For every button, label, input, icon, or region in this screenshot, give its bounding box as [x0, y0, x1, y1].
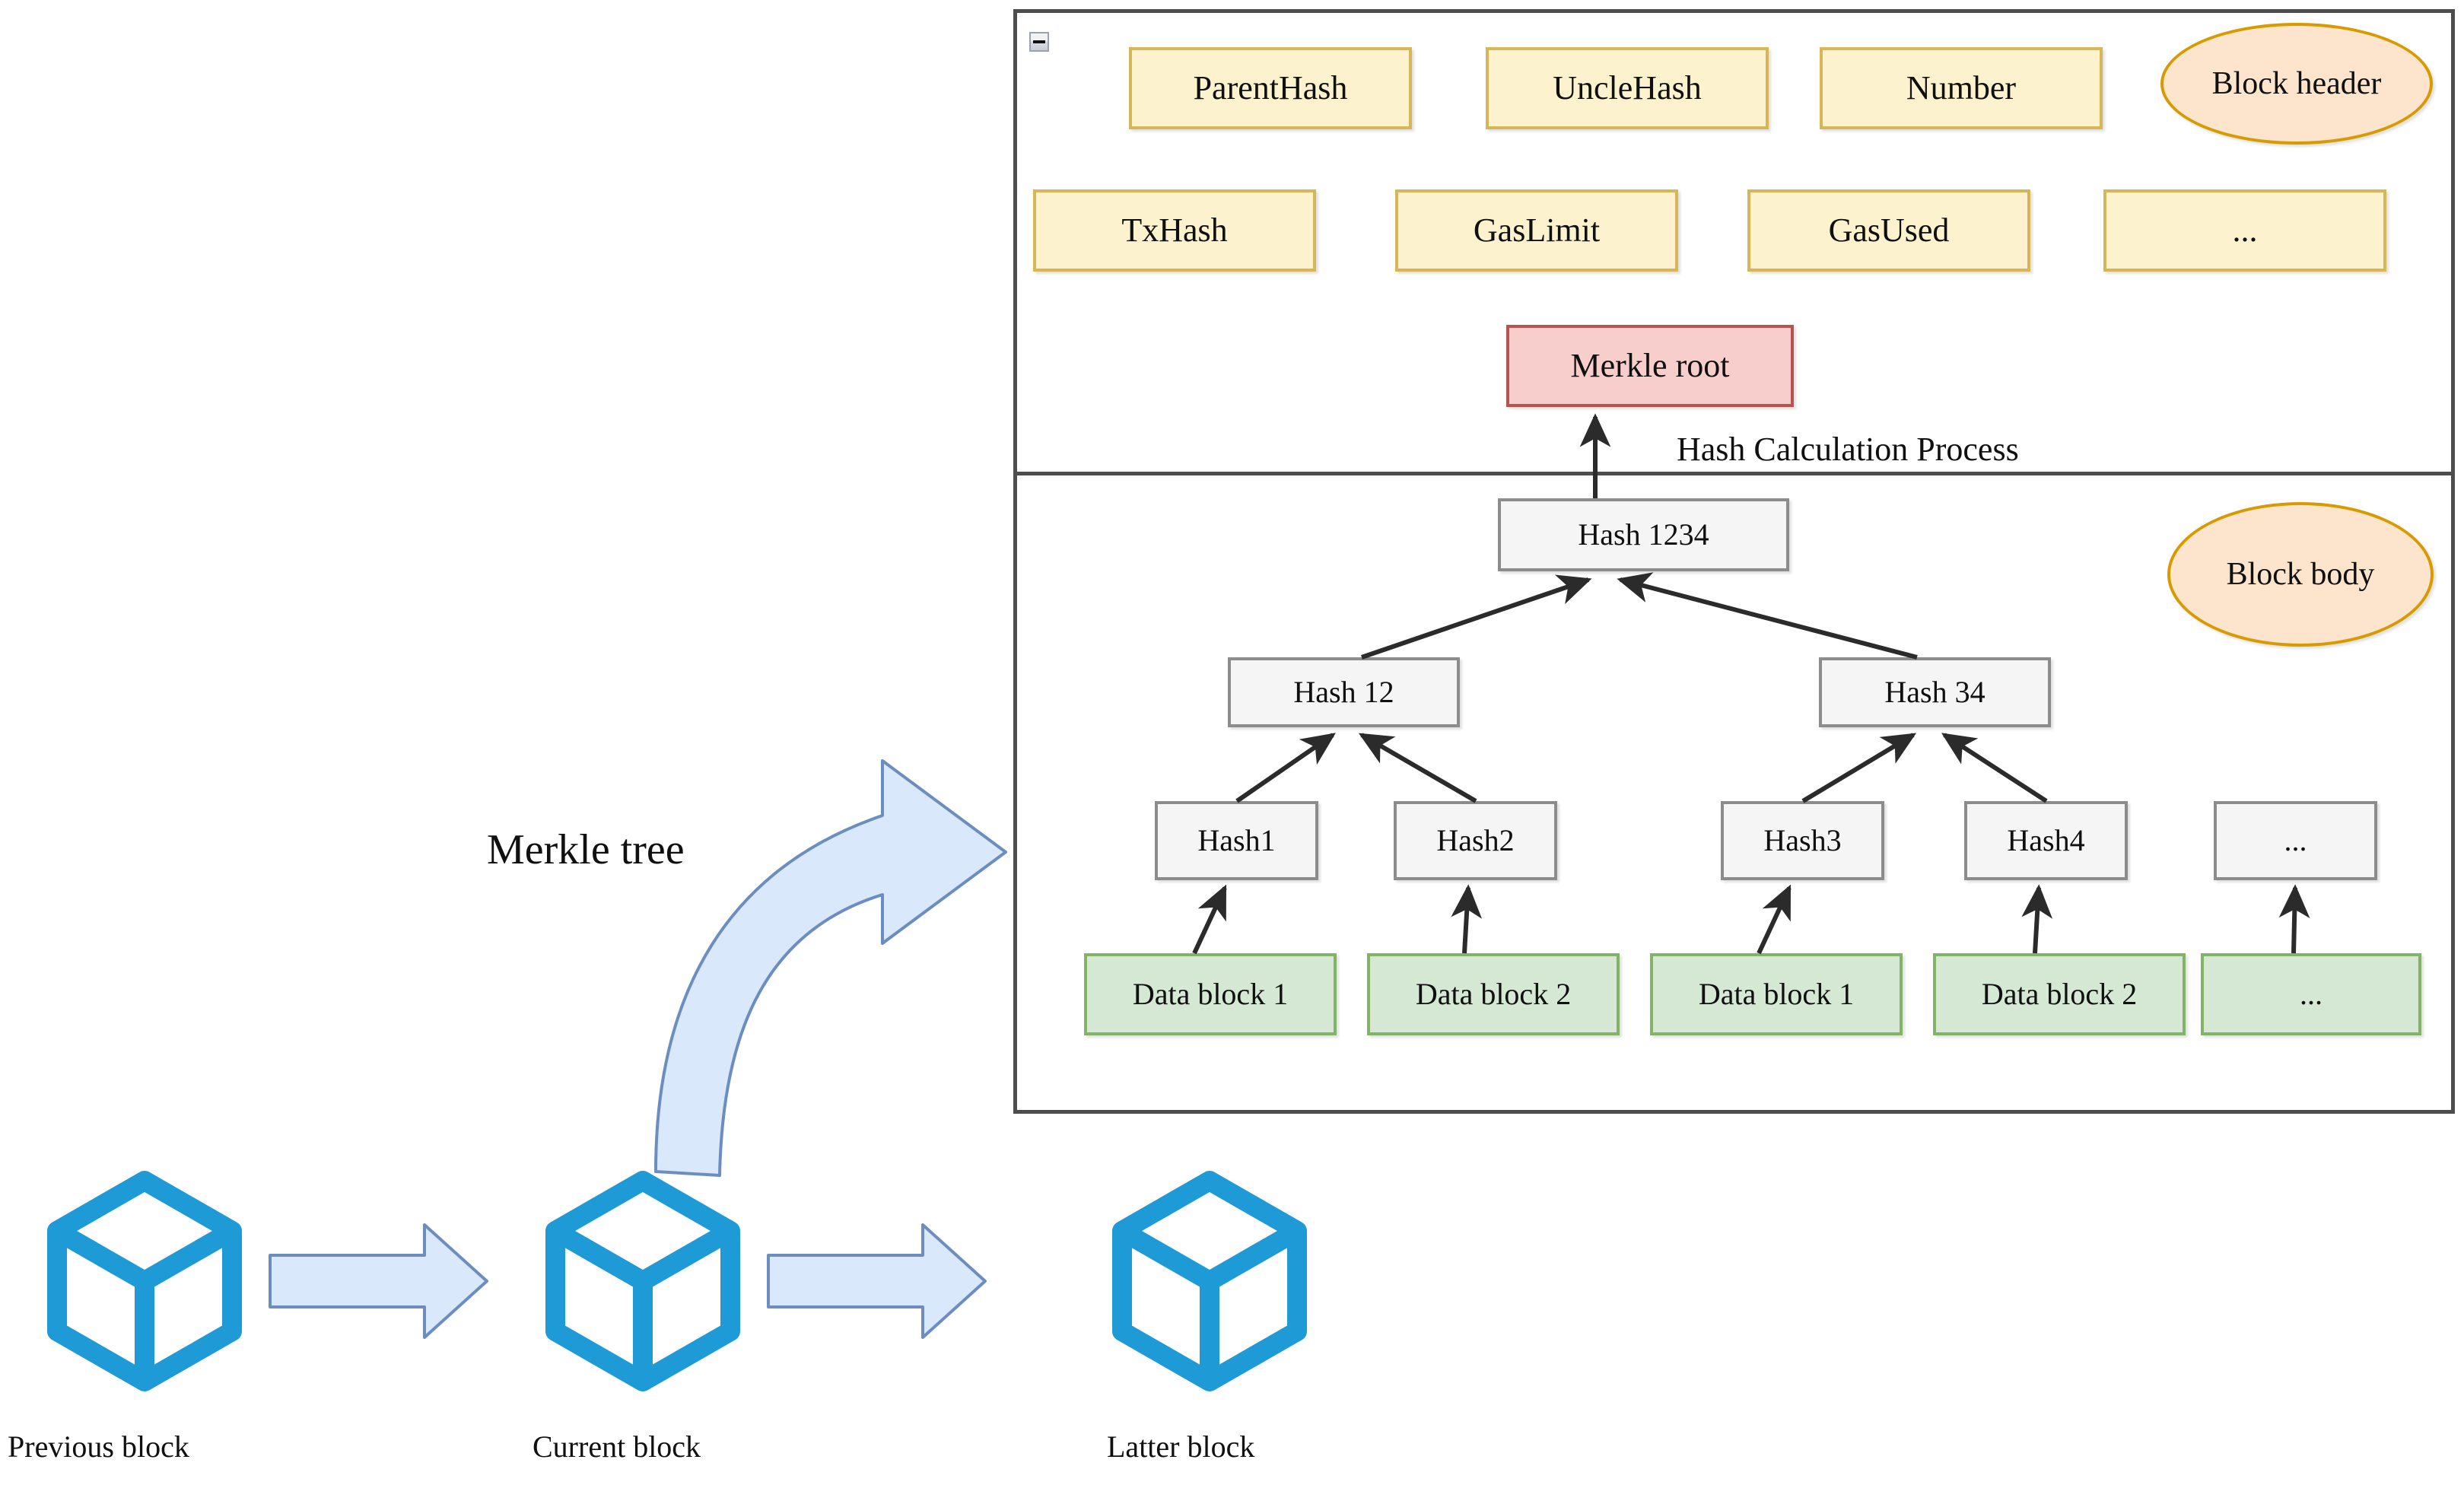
field-ellipsis-label: ...: [2232, 211, 2258, 249]
field-unclehash[interactable]: UncleHash: [1486, 47, 1769, 129]
field-number-label: Number: [1906, 68, 2017, 107]
data-block-2-label: Data block 2: [1415, 977, 1572, 1011]
field-number[interactable]: Number: [1820, 47, 2103, 129]
field-unclehash-label: UncleHash: [1553, 68, 1702, 107]
merkle-node-hash34-label: Hash 34: [1884, 675, 1986, 709]
merkle-leaf-hash3-label: Hash3: [1763, 823, 1842, 857]
field-parenthash-label: ParentHash: [1193, 68, 1348, 107]
merkle-leaf-hash3[interactable]: Hash3: [1721, 801, 1884, 880]
block-header-section: [1017, 13, 2451, 475]
data-block-ellipsis-label: ...: [2300, 977, 2323, 1011]
chain-label-current-block: Current block: [533, 1429, 701, 1464]
merkle-leaf-ellipsis-label: ...: [2284, 823, 2307, 857]
merkle-leaf-hash2-label: Hash2: [1436, 823, 1515, 857]
field-ellipsis[interactable]: ...: [2103, 189, 2386, 272]
field-gaslimit-label: GasLimit: [1473, 211, 1601, 249]
right-arrow-icon-2: [767, 1223, 987, 1339]
merkle-node-hash1234-label: Hash 1234: [1578, 517, 1709, 552]
merkle-node-hash1234[interactable]: Hash 1234: [1498, 498, 1789, 571]
hash-calculation-process-label: Hash Calculation Process: [1677, 431, 2019, 468]
cube-icon-previous: [47, 1171, 242, 1391]
badge-block-header-label: Block header: [2211, 65, 2382, 101]
merkle-root-label: Merkle root: [1570, 346, 1730, 384]
data-block-4-label: Data block 2: [1981, 977, 2138, 1011]
minus-glyph: [1033, 40, 1045, 43]
badge-block-body-label: Block body: [2226, 556, 2375, 592]
merkle-tree-callout-label: Merkle tree: [487, 826, 685, 873]
cube-icon-current: [545, 1171, 740, 1391]
data-block-4[interactable]: Data block 2: [1933, 953, 2186, 1035]
merkle-leaf-hash4[interactable]: Hash4: [1964, 801, 2128, 880]
merkle-node-hash12[interactable]: Hash 12: [1228, 657, 1460, 727]
data-block-3-label: Data block 1: [1698, 977, 1855, 1011]
field-parenthash[interactable]: ParentHash: [1129, 47, 1412, 129]
merkle-leaf-hash4-label: Hash4: [2007, 823, 2085, 857]
merkle-leaf-ellipsis[interactable]: ...: [2214, 801, 2377, 880]
field-gasused-label: GasUsed: [1828, 211, 1950, 249]
data-block-2[interactable]: Data block 2: [1367, 953, 1620, 1035]
collapse-minus-icon[interactable]: [1029, 32, 1049, 52]
merkle-node-hash12-label: Hash 12: [1293, 675, 1394, 709]
merkle-leaf-hash1[interactable]: Hash1: [1155, 801, 1318, 880]
chain-label-previous-block: Previous block: [8, 1429, 189, 1464]
field-txhash[interactable]: TxHash: [1033, 189, 1316, 272]
data-block-3[interactable]: Data block 1: [1650, 953, 1903, 1035]
cube-icon-latter: [1112, 1171, 1307, 1391]
data-block-ellipsis[interactable]: ...: [2201, 953, 2421, 1035]
field-gaslimit[interactable]: GasLimit: [1395, 189, 1678, 272]
chain-label-latter-block: Latter block: [1107, 1429, 1255, 1464]
merkle-leaf-hash1-label: Hash1: [1197, 823, 1276, 857]
field-gasused[interactable]: GasUsed: [1747, 189, 2030, 272]
data-block-1[interactable]: Data block 1: [1084, 953, 1337, 1035]
data-block-1-label: Data block 1: [1132, 977, 1289, 1011]
field-txhash-label: TxHash: [1121, 211, 1228, 249]
merkle-root-box[interactable]: Merkle root: [1506, 325, 1794, 407]
right-arrow-icon-1: [269, 1223, 488, 1339]
merkle-node-hash34[interactable]: Hash 34: [1819, 657, 2051, 727]
merkle-leaf-hash2[interactable]: Hash2: [1394, 801, 1557, 880]
badge-block-header[interactable]: Block header: [2160, 23, 2433, 145]
badge-block-body[interactable]: Block body: [2167, 502, 2434, 647]
